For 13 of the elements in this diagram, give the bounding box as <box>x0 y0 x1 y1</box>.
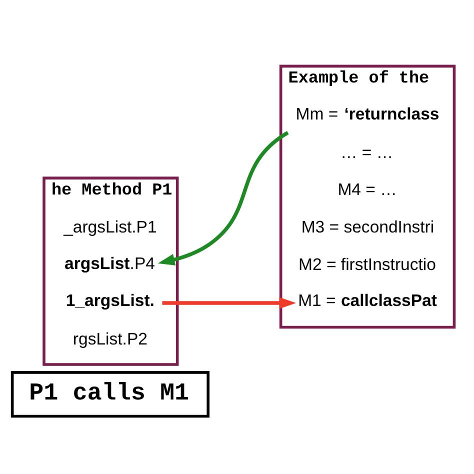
node-text: argsList.P4 <box>64 253 155 272</box>
node-box: P1 calls M1 <box>10 370 210 418</box>
node-text: M4 = … <box>338 180 397 199</box>
node-text: M3 = secondInstri <box>301 217 434 236</box>
node-text: … = … <box>340 142 394 162</box>
node-text: M1 = callclassPat <box>298 290 437 310</box>
node-text: _argsList.P1 <box>64 217 157 236</box>
arrow <box>158 130 289 265</box>
node-text: 1_argsList. <box>66 290 154 310</box>
node-text: rgsList.P2 <box>72 328 148 348</box>
node-text: M2 = firstInstructio <box>298 254 436 274</box>
arrow <box>162 296 296 308</box>
node-text: Mm = ‘returnclass <box>296 104 440 124</box>
